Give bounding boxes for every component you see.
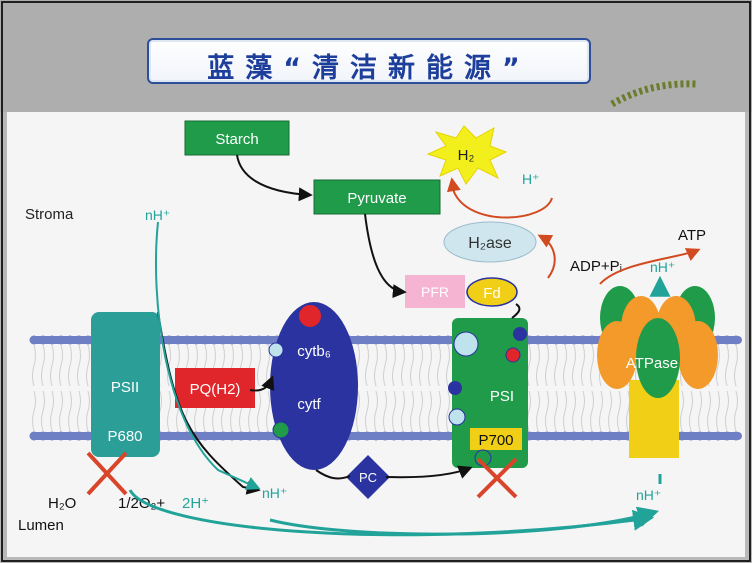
proton-translocation-arrow [154, 221, 261, 490]
lumen-proton-arrow-mid [269, 506, 660, 536]
cytochrome-complex: cytb₆ cytf [268, 302, 358, 470]
arrows [128, 154, 701, 537]
psii-complex: PSII P680 [91, 312, 160, 457]
title-box: 蓝藻“清洁新能源” [147, 38, 591, 84]
h2-burst: H₂ [426, 125, 508, 185]
pfr-label: PFR [421, 284, 449, 300]
nh-top-label: nH⁺ [145, 207, 170, 223]
starch-box: Starch [184, 120, 290, 156]
psii-cross-mark [86, 451, 128, 496]
pq-box: PQ(H2) [175, 368, 255, 408]
cytb6-label: cytb₆ [297, 343, 331, 360]
h2ase-enzyme: H₂ase [443, 221, 537, 263]
pq-to-cyt-arrow [249, 375, 275, 392]
pq-label: PQ(H2) [190, 381, 241, 398]
atpase-label: ATPase [626, 355, 678, 372]
fd-carrier: Fd [466, 277, 518, 307]
starch-label: Starch [215, 131, 258, 148]
adp-to-atp-arrow [599, 248, 701, 285]
pc-label: PC [359, 470, 377, 485]
h-plus-label: H⁺ [522, 171, 540, 187]
p680-label: P680 [107, 428, 142, 445]
pc-to-psi-arrow [385, 465, 473, 479]
decorative-coil [610, 80, 697, 108]
pyruvate-label: Pyruvate [347, 190, 406, 207]
pc-carrier: PC [346, 455, 390, 499]
stroma-label: Stroma [25, 206, 74, 223]
psi-cross-mark [476, 457, 518, 499]
cytf-label: cytf [297, 396, 321, 413]
cyt-to-pc-arrow [315, 469, 351, 480]
h2-burst-label: H₂ [458, 147, 475, 164]
atpase-complex: ATPase [597, 286, 718, 458]
nh-atp-label: nH⁺ [650, 259, 675, 275]
fd-to-h2ase-arrow [537, 234, 556, 279]
adp-pi-label: ADP+Pᵢ [570, 258, 622, 275]
pyruvate-to-pfr-arrow [364, 213, 407, 299]
pyruvate-box: Pyruvate [313, 179, 441, 215]
psi-label: PSI [490, 388, 514, 405]
nh-lumen-right-label: nH⁺ [636, 487, 661, 503]
pfr-box: PFR [405, 275, 465, 308]
atp-label: ATP [678, 227, 706, 244]
fd-label: Fd [483, 285, 501, 302]
two-h-label: 2H⁺ [182, 495, 209, 512]
psi-complex: PSI P700 [448, 318, 528, 468]
starch-to-pyruvate-arrow [236, 154, 313, 202]
p700-label: P700 [478, 432, 513, 449]
lumen-label: Lumen [18, 517, 64, 534]
psi-to-fd-arrow [511, 303, 521, 319]
h2o-label: H₂O [48, 495, 76, 512]
h-to-h2-arrow [446, 177, 553, 219]
nh-lumen-mid-label: nH⁺ [262, 485, 287, 501]
psii-label: PSII [111, 379, 139, 396]
slide-title: 蓝藻“清洁新能源” [207, 53, 531, 84]
h2ase-label: H₂ase [468, 235, 512, 252]
